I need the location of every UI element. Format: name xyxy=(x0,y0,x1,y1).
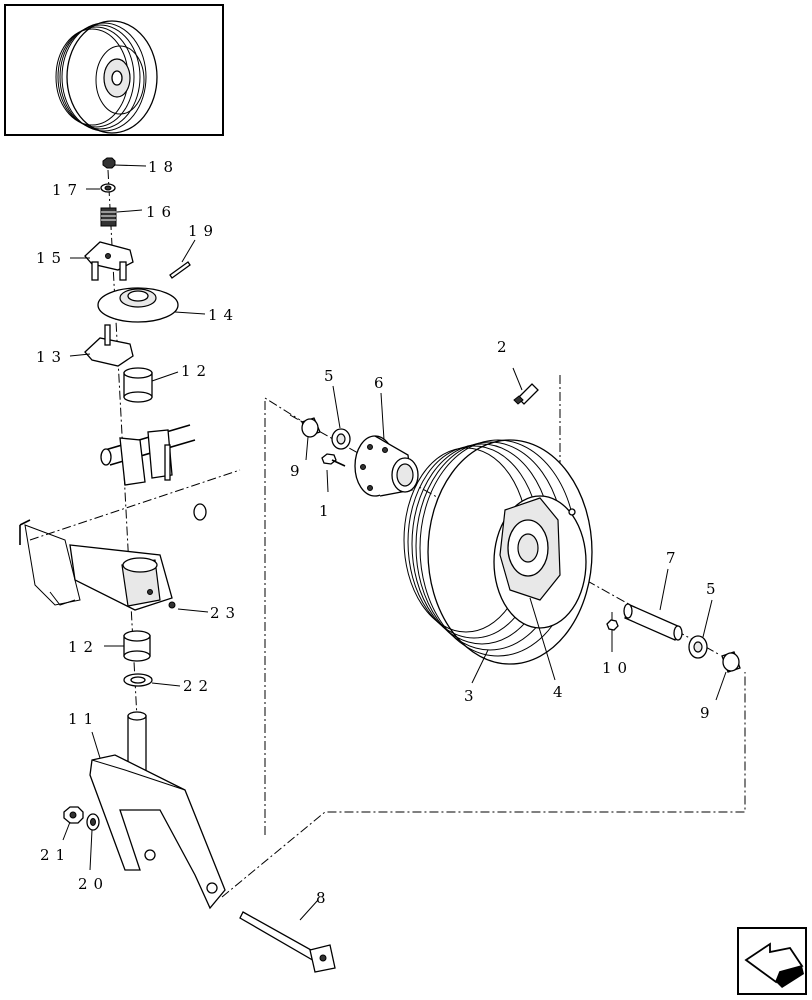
part-12-bushing-lower xyxy=(123,630,151,662)
callout-4: 4 xyxy=(553,683,569,701)
callout-12-lower: 12 xyxy=(68,638,99,656)
part-10-nut xyxy=(606,619,619,631)
back-arrow-icon[interactable] xyxy=(737,927,807,995)
part-17-washer xyxy=(100,183,116,193)
part-21-nut xyxy=(63,806,84,824)
callout-8: 8 xyxy=(316,889,332,907)
callout-14: 14 xyxy=(208,306,239,324)
callout-7: 7 xyxy=(666,549,682,567)
callout-10: 10 xyxy=(602,659,633,677)
callout-15: 15 xyxy=(36,249,67,267)
callout-9-right: 9 xyxy=(700,704,716,722)
wheel-thumbnail-icon xyxy=(4,4,224,136)
callout-2: 2 xyxy=(497,338,513,356)
part-9-bushing-right xyxy=(721,651,741,673)
part-14-disc xyxy=(97,287,179,323)
part-16-spring xyxy=(100,207,117,227)
part-2-fitting xyxy=(513,383,539,405)
part-12-bushing-upper xyxy=(123,367,153,403)
callout-1: 1 xyxy=(319,502,335,520)
part-1-bolt xyxy=(321,453,346,467)
callout-22: 22 xyxy=(183,677,214,695)
part-20-washer xyxy=(86,813,100,831)
callout-12-upper: 12 xyxy=(181,362,212,380)
callout-16: 16 xyxy=(146,203,177,221)
part-8-axle-bolt xyxy=(239,911,336,973)
callout-23: 23 xyxy=(210,604,241,622)
callout-20: 20 xyxy=(78,875,109,893)
callout-17: 17 xyxy=(52,181,83,199)
part-5-bearing-right xyxy=(688,635,708,659)
callout-3: 3 xyxy=(464,687,480,705)
callout-6: 6 xyxy=(374,374,390,392)
part-13-plate xyxy=(84,324,134,367)
callout-5-left: 5 xyxy=(324,367,340,385)
callout-9-left: 9 xyxy=(290,462,306,480)
callout-5-right: 5 xyxy=(706,580,722,598)
callout-labels: 18 17 16 19 15 14 13 12 23 12 22 11 21 2… xyxy=(36,158,722,907)
callout-19: 19 xyxy=(188,222,219,240)
callout-21: 21 xyxy=(40,846,71,864)
part-11-fork xyxy=(89,711,226,910)
callout-18: 18 xyxy=(148,158,179,176)
callout-11: 11 xyxy=(68,710,99,728)
part-7-spacer xyxy=(623,603,683,641)
part-23-fitting xyxy=(168,601,176,609)
part-18-nut xyxy=(102,157,116,169)
part-4-rim xyxy=(493,495,587,629)
callout-13: 13 xyxy=(36,348,67,366)
leader-lines xyxy=(62,164,727,921)
part-22-washer xyxy=(123,673,153,687)
swivel-housing xyxy=(121,557,161,607)
part-5-bearing-left xyxy=(331,428,351,450)
part-19-pin xyxy=(169,261,191,279)
part-15-plate xyxy=(84,241,134,281)
part-6-hub xyxy=(354,435,419,497)
part-9-bushing-left xyxy=(301,417,321,438)
